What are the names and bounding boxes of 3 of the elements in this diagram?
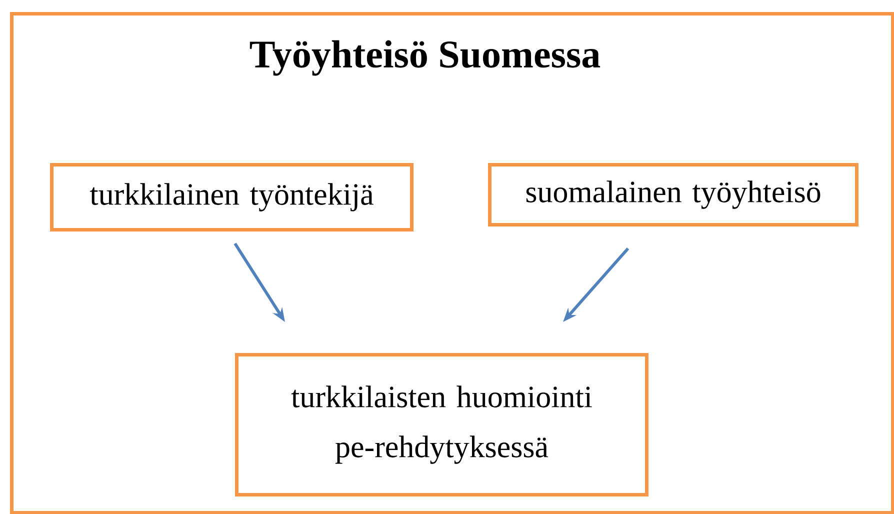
text-box: turkkilaisten huomiointi pe-rehdytyksessä — [235, 353, 648, 496]
text-box: suomalainen työyhteisö — [488, 163, 858, 226]
text-box: turkkilainen työntekijä — [50, 163, 414, 232]
